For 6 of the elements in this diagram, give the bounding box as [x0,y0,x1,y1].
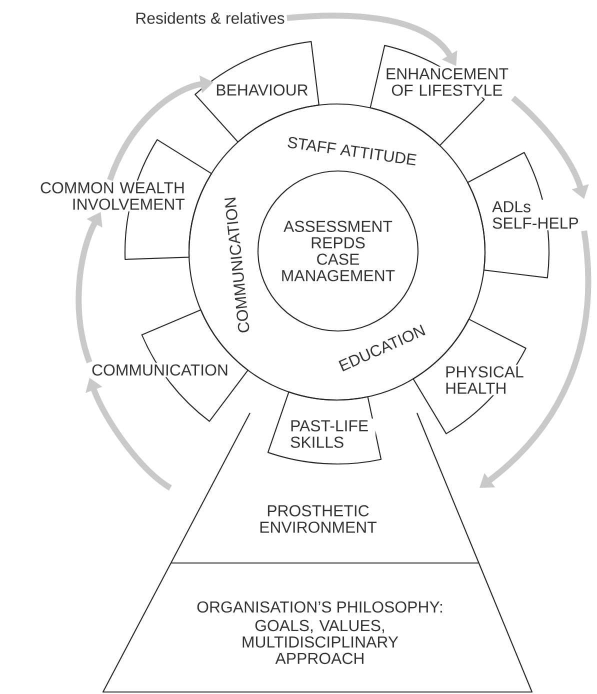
petal-segment: COMMON WEALTH INVOLVEMENT [33,139,212,260]
petal-segment: PAST-LIFE SKILLS [267,391,382,465]
petal-segment: ADLs SELF-HELP [467,152,584,278]
petal-segment: ENHANCEMENT OF LIFESTYLE [370,44,512,146]
label-text: Residents & relatives [136,12,284,24]
pyramid-base: ORGANISATION’S PHILOSOPHY: GOALS, VALUES, MULTIDISCIPLINARY APPROACH [102,562,533,693]
